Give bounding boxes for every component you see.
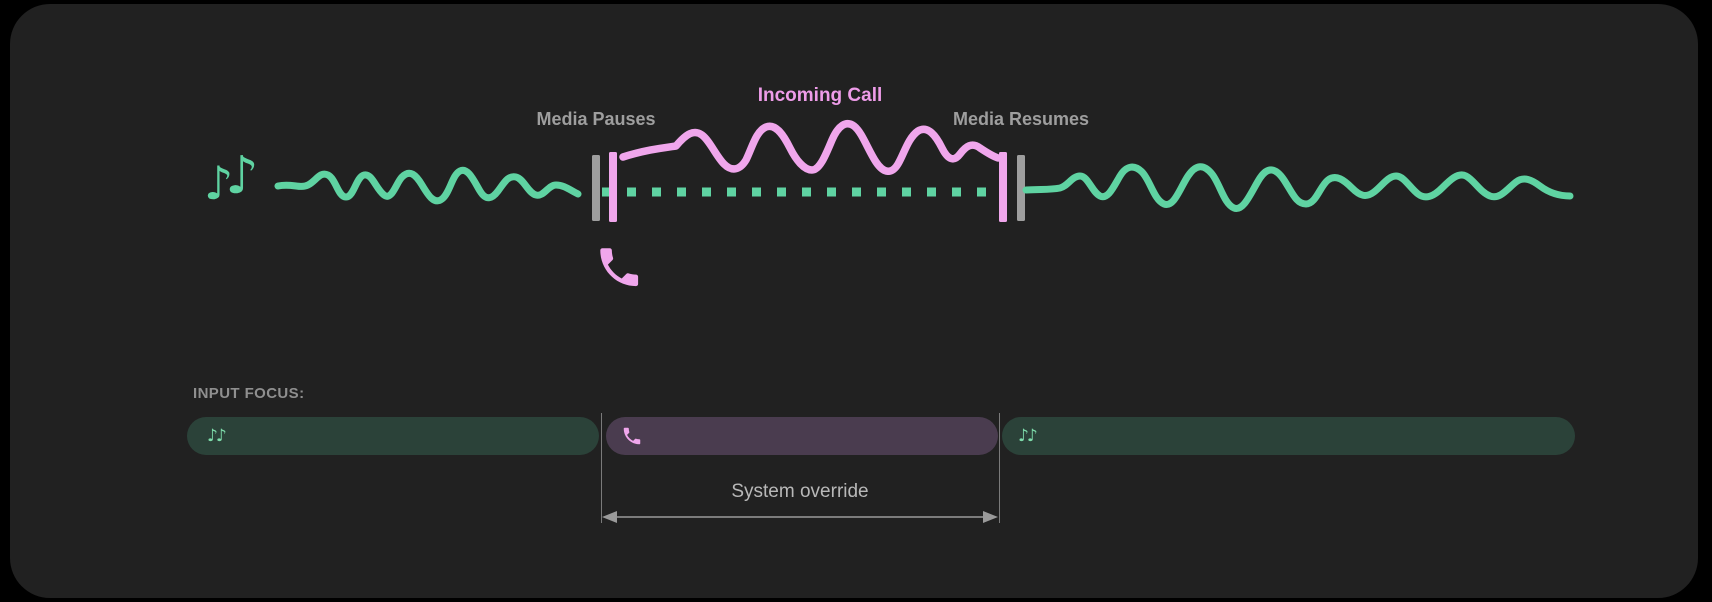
incoming-call-label: Incoming Call: [757, 85, 883, 106]
music-notes-icon: ♪♪: [207, 425, 227, 446]
focus-segment-call: [606, 417, 998, 455]
override-guide-left: [601, 413, 602, 523]
system-override-label: System override: [731, 481, 869, 502]
figure-card: [10, 4, 1698, 598]
focus-segment-media-after: ♪♪: [1002, 417, 1575, 455]
music-notes-icon: ♪♪: [1018, 425, 1038, 446]
override-guide-right: [999, 413, 1000, 523]
music-notes-icon: ♪♪: [204, 146, 259, 210]
focus-segment-media-before: ♪♪: [187, 417, 599, 455]
media-resumes-label: Media Resumes: [952, 109, 1090, 129]
input-focus-heading: INPUT FOCUS:: [193, 385, 305, 402]
media-pauses-label: Media Pauses: [536, 109, 656, 129]
phone-icon: [623, 427, 641, 445]
